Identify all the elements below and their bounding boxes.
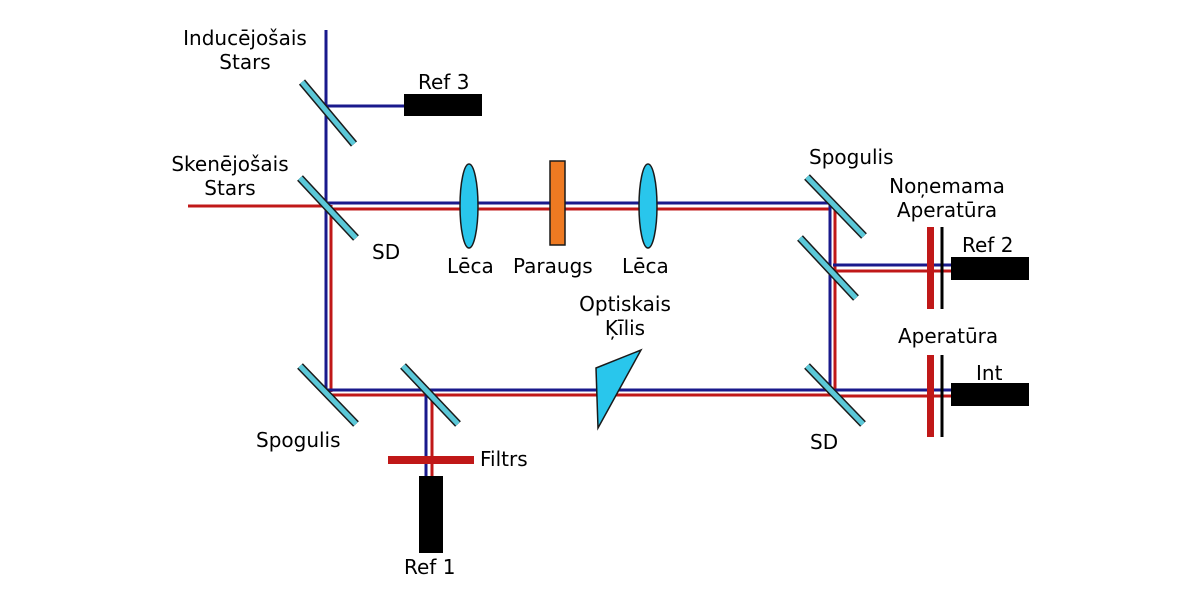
lens-right xyxy=(638,163,658,249)
ref3-detector xyxy=(404,94,482,116)
filter-splitter-mirror-face xyxy=(401,364,460,426)
lens-right-label: Lēca xyxy=(622,254,669,278)
removable-aperture-red xyxy=(927,227,934,309)
optical-wedge-label-line2: Ķīlis xyxy=(604,316,646,340)
inducing-beam-label-line2: Stars xyxy=(219,50,271,74)
optical-wedge-label: Optiskais Ķīlis xyxy=(560,292,690,340)
aperture-red xyxy=(927,355,934,437)
lens-left-label: Lēca xyxy=(447,254,494,278)
optical-wedge-label-line1: Optiskais xyxy=(579,292,671,316)
ref1-label: Ref 1 xyxy=(404,555,456,579)
sd-right-label: SD xyxy=(810,430,839,454)
ref3-label: Ref 3 xyxy=(418,70,470,94)
sample-label: Paraugs xyxy=(513,254,593,278)
filter-label: Filtrs xyxy=(480,447,528,471)
ref2-label: Ref 2 xyxy=(962,233,1014,257)
spogulis-bottom-left-mirror-face xyxy=(298,364,358,426)
scanning-beam-label-line1: Skenējošais xyxy=(171,152,289,176)
lens-left xyxy=(459,163,479,249)
scanning-beam-label: Skenējošais Stars xyxy=(170,152,290,200)
inducing-beam-label: Inducējošais Stars xyxy=(170,26,320,74)
scanning-beam-label-line2: Stars xyxy=(204,176,256,200)
removable-aperture-label: Noņemama Aperatūra xyxy=(872,174,1022,222)
aperture-label: Aperatūra xyxy=(898,324,999,348)
sd-left-mirror-face xyxy=(298,176,358,240)
sample-block xyxy=(549,160,566,246)
int-label: Int xyxy=(976,361,1003,385)
mirror-bottom-left-label: Spogulis xyxy=(256,428,341,452)
filter-bar xyxy=(388,456,474,464)
ref1-detector xyxy=(419,476,443,553)
ref2-splitter-mirror-face xyxy=(798,236,858,300)
optical-wedge xyxy=(595,348,643,431)
int-detector xyxy=(951,383,1029,406)
ref2-detector xyxy=(951,257,1029,280)
sd-left-label: SD xyxy=(372,240,401,264)
removable-aperture-label-line1: Noņemama xyxy=(889,174,1005,198)
removable-aperture-label-line2: Aperatūra xyxy=(896,198,998,222)
spogulis-top-right-mirror-face xyxy=(805,175,866,238)
inducing-beam-label-line1: Inducējošais xyxy=(183,26,307,50)
sd-right-mirror-face xyxy=(805,364,865,426)
mirror-top-right-label: Spogulis xyxy=(809,145,894,169)
ref3-splitter-mirror-face xyxy=(300,80,356,146)
